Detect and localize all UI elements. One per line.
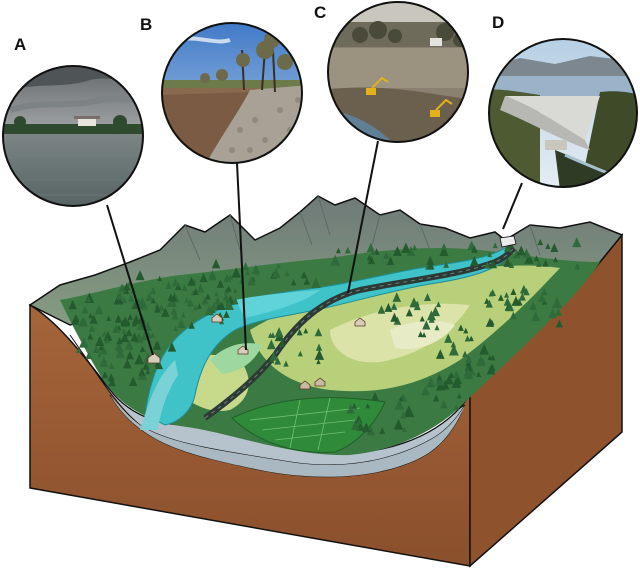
excavator-icon-2 [430, 98, 453, 117]
dam-structure [499, 235, 517, 248]
forest-trees [68, 237, 582, 436]
label-a: A [14, 35, 27, 54]
houses [147, 313, 366, 390]
leader-lines [106, 140, 523, 356]
inset-photo-c [327, 1, 469, 143]
label-d: D [492, 13, 505, 32]
highway [203, 245, 517, 421]
inset-photo-a [2, 65, 144, 207]
inset-photo-b [161, 22, 303, 164]
label-c: C [314, 3, 327, 22]
inset-photo-d [488, 38, 638, 188]
excavator-icon-1 [366, 76, 389, 95]
label-b: B [140, 15, 153, 34]
valley-floor [60, 247, 600, 456]
